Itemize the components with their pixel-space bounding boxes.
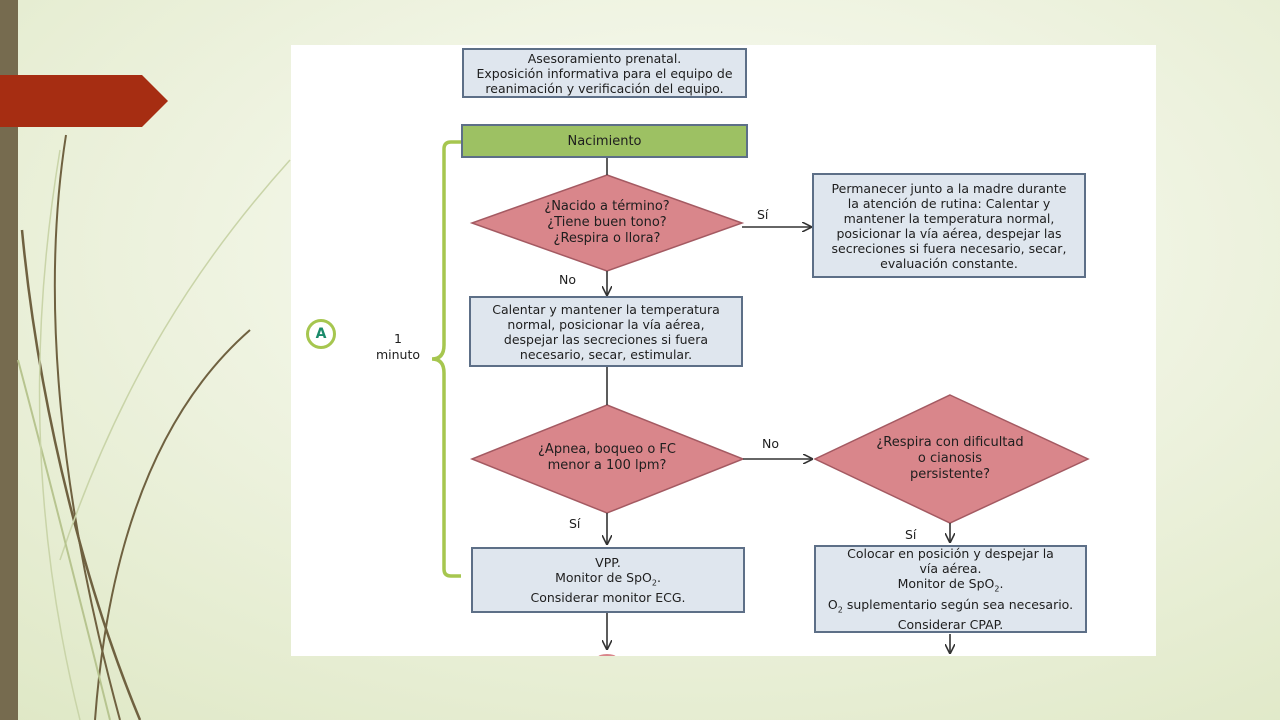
- vpp-line-1: VPP.: [595, 554, 621, 570]
- one-minute-label: 1 minuto: [375, 331, 421, 362]
- vpp-line-3: Considerar monitor ECG.: [530, 590, 686, 606]
- decision-apnea-label: ¿Apnea, boqueo o FC menor a 100 lpm?: [538, 442, 676, 473]
- position-line-1: Colocar en posición y despejar la: [847, 546, 1054, 561]
- vpp-box: VPP. Monitor de SpO2. Considerar monitor…: [471, 547, 745, 613]
- initial-steps-box: Calentar y mantener la temperatura norma…: [469, 296, 743, 367]
- label-yes-breathing: Sí: [905, 527, 917, 542]
- position-line-5: Considerar CPAP.: [897, 617, 1004, 632]
- position-line-2: vía aérea.: [919, 561, 982, 576]
- one-minute-bracket: [431, 140, 461, 578]
- title-tab-shape: [0, 75, 168, 127]
- decision-term-label: ¿Nacido a término? ¿Tiene buen tono? ¿Re…: [544, 199, 670, 246]
- position-line-4: O2 suplementario según sea necesario.: [827, 596, 1074, 615]
- prenatal-counseling-box: Asesoramiento prenatal. Exposición infor…: [462, 48, 747, 98]
- vpp-line-2: Monitor de SpO2.: [555, 569, 661, 588]
- label-yes-term: Sí: [757, 207, 769, 222]
- position-airway-box: Colocar en posición y despejar la vía aé…: [814, 545, 1087, 633]
- routine-care-box: Permanecer junto a la madre durante la a…: [812, 173, 1086, 278]
- left-accent-band: [0, 0, 18, 720]
- flowchart-panel: Asesoramiento prenatal. Exposición infor…: [291, 45, 1156, 656]
- section-a-badge: A: [306, 319, 336, 349]
- flowchart-connectors: [431, 140, 1090, 656]
- decorative-grass-lines: [17, 134, 291, 720]
- next-step-hint: [598, 654, 616, 656]
- position-line-3: Monitor de SpO2.: [897, 576, 1004, 594]
- label-no-apnea: No: [762, 436, 779, 451]
- birth-box: Nacimiento: [461, 124, 748, 158]
- label-yes-apnea: Sí: [569, 516, 581, 531]
- decision-breathing-label: ¿Respira con dificultad o cianosis persi…: [876, 435, 1024, 482]
- label-no-term: No: [559, 272, 576, 287]
